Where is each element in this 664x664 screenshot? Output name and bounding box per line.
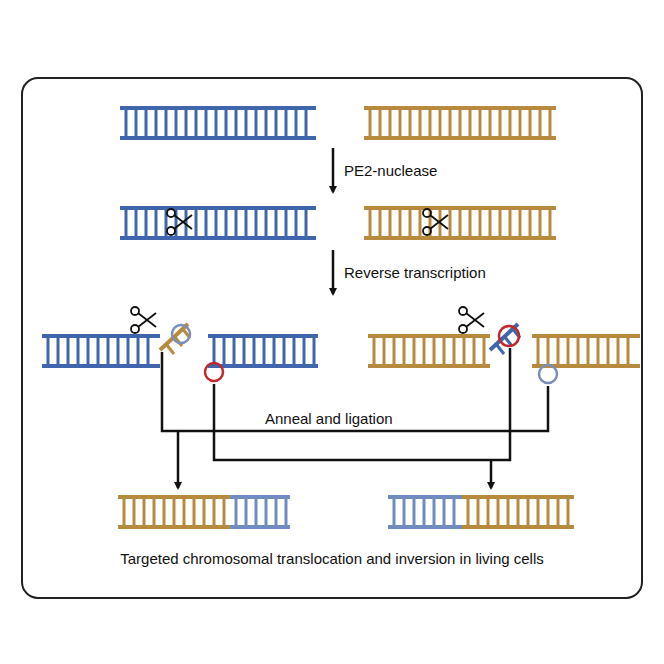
dna-ladder <box>364 108 556 138</box>
dna-ladder <box>368 336 490 366</box>
step-label: Reverse transcription <box>344 264 486 281</box>
step-arrow <box>332 250 335 294</box>
scissors-icon <box>131 307 156 333</box>
step-label: PE2-nuclease <box>344 162 437 179</box>
rt-flap <box>160 324 190 354</box>
dna-ladder <box>462 497 574 527</box>
dna-strands <box>42 108 640 527</box>
scissors-icon <box>167 209 192 235</box>
caption: Targeted chromosomal translocation and i… <box>120 550 544 567</box>
dna-ladder <box>388 497 462 527</box>
dna-ladder <box>118 497 230 527</box>
scissors-icon <box>423 209 448 235</box>
dna-ladder <box>120 108 316 138</box>
dna-ladder <box>364 208 556 238</box>
edit-site <box>205 363 223 381</box>
edit-site <box>172 325 190 343</box>
rt-flap <box>490 324 520 354</box>
edit-site <box>539 365 557 383</box>
anneal-lines <box>162 348 548 488</box>
dna-ladder <box>230 497 290 527</box>
scissors-icon <box>459 307 484 333</box>
edit-site <box>499 326 519 346</box>
dna-ladder <box>42 336 160 366</box>
dna-ladder <box>120 208 316 238</box>
dna-ladder <box>532 336 640 366</box>
step-label: Anneal and ligation <box>262 410 396 427</box>
frame <box>22 78 642 598</box>
step-arrow <box>332 148 335 192</box>
dna-ladder <box>208 336 318 366</box>
